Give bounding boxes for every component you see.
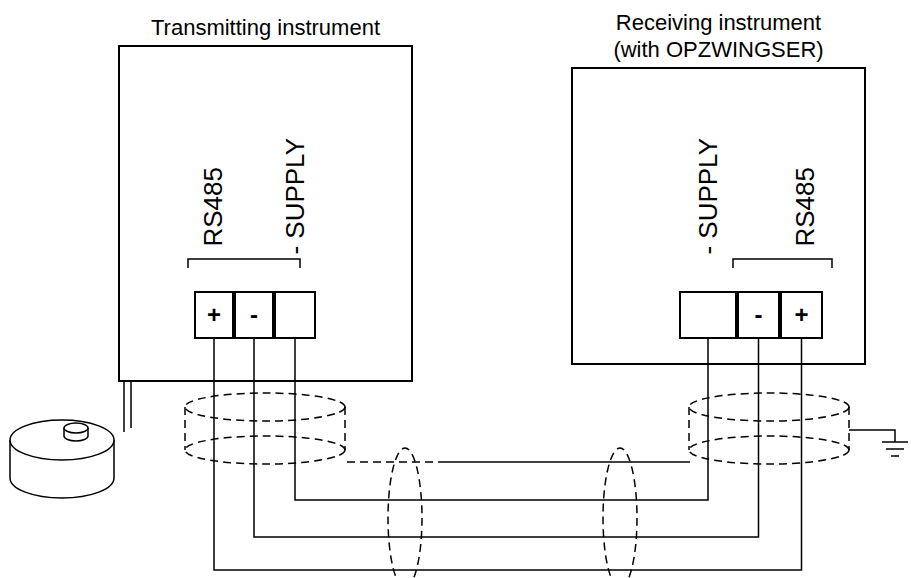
drawing <box>10 259 908 578</box>
shield-wire <box>347 461 440 463</box>
load-cell-cable <box>124 382 131 432</box>
terminal: + <box>194 291 234 339</box>
wire <box>254 339 759 537</box>
cable-shield-ring <box>603 448 637 578</box>
signal-name: RS485 <box>200 167 226 247</box>
shield-wire <box>440 461 690 463</box>
terminal-sign: + <box>794 303 808 327</box>
load-cell <box>10 420 114 498</box>
terminal: + <box>780 291 823 339</box>
cable-shield <box>185 393 345 464</box>
terminal-name: - SUPPLY <box>282 138 308 255</box>
terminal-name: - SUPPLY <box>695 138 721 255</box>
ground-symbol <box>849 430 908 456</box>
terminal: - SUPPLY <box>274 291 316 339</box>
terminal-sign: - <box>755 303 763 327</box>
terminal-sign: - <box>250 303 258 327</box>
instrument-title: Receiving instrument (with OPZWINGSER) <box>599 9 839 63</box>
instrument-box: Receiving instrument (with OPZWINGSER)- … <box>571 67 866 365</box>
instrument-box: Transmitting instrument+-- SUPPLY <box>118 45 413 382</box>
terminal: - SUPPLY <box>679 291 737 339</box>
wire <box>214 339 802 570</box>
terminal-sign: + <box>207 303 221 327</box>
bracket <box>188 259 300 268</box>
terminal: - <box>234 291 274 339</box>
terminal: - <box>737 291 780 339</box>
bracket <box>733 259 832 268</box>
cable-shield-ring <box>388 448 422 578</box>
instrument-title: Transmitting instrument <box>151 14 380 41</box>
signal-name: RS485 <box>792 167 818 247</box>
cable-shield <box>689 393 849 464</box>
